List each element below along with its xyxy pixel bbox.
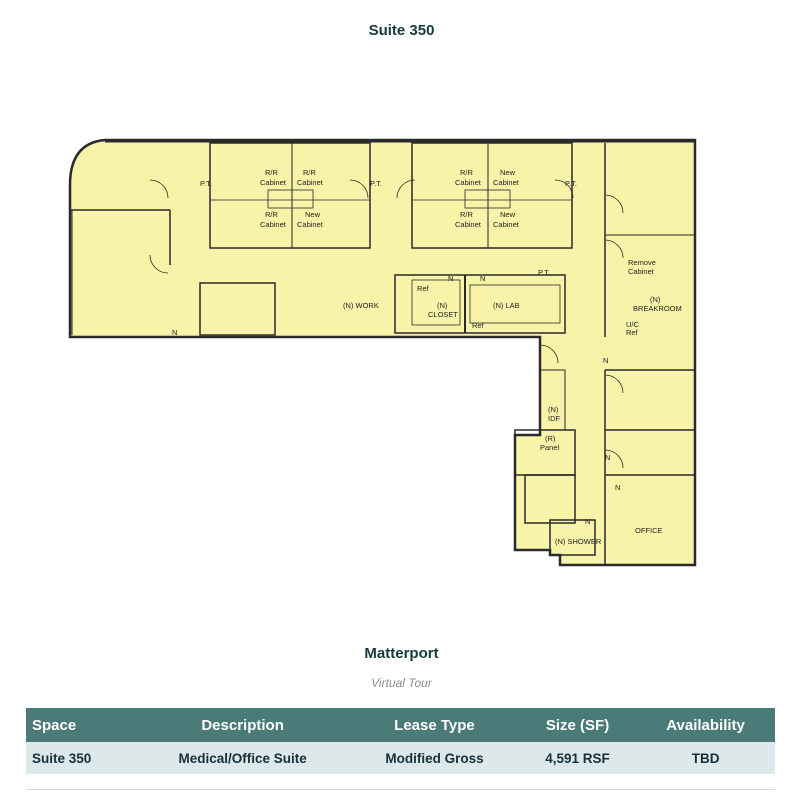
label-remove-a: Remove bbox=[628, 258, 656, 267]
label-pt-1: P.T. bbox=[200, 179, 212, 188]
label-pt-4: P.T. bbox=[538, 268, 550, 277]
label-new-2b: Cabinet bbox=[493, 178, 520, 187]
col-header-lease-type: Lease Type bbox=[350, 708, 519, 742]
cell-space: Suite 350 bbox=[26, 742, 136, 774]
label-panel-a: (R) bbox=[545, 434, 556, 443]
label-idf-b: IDF bbox=[548, 414, 561, 423]
floor-plan-wall bbox=[267, 189, 314, 209]
label-n-5: N bbox=[605, 453, 610, 462]
floor-plan-wall bbox=[394, 274, 566, 334]
label-remove-b: Cabinet bbox=[628, 267, 655, 276]
label-pt-3: P.T. bbox=[565, 179, 577, 188]
table-header-row: Space Description Lease Type Size (SF) A… bbox=[26, 708, 775, 742]
col-header-space: Space bbox=[26, 708, 136, 742]
floor-plan-wall bbox=[199, 282, 276, 336]
cell-size: 4,591 RSF bbox=[518, 742, 637, 774]
floor-plan-wall bbox=[539, 344, 559, 364]
floor-plan-wall bbox=[411, 142, 573, 249]
label-rr-1a: R/R bbox=[265, 168, 279, 177]
floor-plan-wall bbox=[469, 284, 561, 324]
label-ref-1: Ref bbox=[417, 284, 430, 293]
page-title: Suite 350 bbox=[368, 22, 435, 39]
label-shower: (N) SHOWER bbox=[555, 537, 602, 546]
label-work: (N) WORK bbox=[343, 301, 379, 310]
label-rr-3a: R/R bbox=[265, 210, 279, 219]
label-pt-2: P.T. bbox=[370, 179, 382, 188]
floor-plan-wall bbox=[149, 179, 169, 199]
label-office: OFFICE bbox=[635, 526, 663, 535]
label-rr-5b: Cabinet bbox=[455, 220, 482, 229]
label-new-1a: New bbox=[305, 210, 321, 219]
label-rr-4a: R/R bbox=[460, 168, 474, 177]
floor-plan-wall bbox=[604, 194, 624, 214]
matterport-subtitle: Virtual Tour bbox=[371, 676, 432, 690]
cell-availability: TBD bbox=[636, 742, 775, 774]
label-n-3: N bbox=[480, 274, 485, 283]
cell-lease-type: Modified Gross bbox=[350, 742, 519, 774]
label-breakroom-b: BREAKROOM bbox=[633, 304, 682, 313]
table-row: Suite 350 Medical/Office Suite Modified … bbox=[26, 742, 775, 774]
label-n-6: N bbox=[615, 483, 620, 492]
label-panel-b: Panel bbox=[540, 443, 560, 452]
floor-plan-outline bbox=[68, 138, 697, 567]
floor-plan-wall bbox=[549, 519, 596, 556]
floor-plan-wall bbox=[604, 449, 624, 469]
label-uc-b: Ref bbox=[626, 328, 639, 337]
label-rr-5a: R/R bbox=[460, 210, 474, 219]
label-new-1b: Cabinet bbox=[297, 220, 324, 229]
label-new-3a: New bbox=[500, 210, 516, 219]
col-header-description: Description bbox=[135, 708, 351, 742]
col-header-availability: Availability bbox=[636, 708, 775, 742]
label-n-7: N bbox=[585, 517, 590, 526]
label-rr-3b: Cabinet bbox=[260, 220, 287, 229]
label-new-3b: Cabinet bbox=[493, 220, 520, 229]
floor-plan-drawing: P.T. P.T. P.T. P.T. R/R Cabinet R/R Cabi… bbox=[68, 138, 697, 567]
floor-plan-wall bbox=[554, 179, 574, 199]
label-rr-2a: R/R bbox=[303, 168, 317, 177]
floor-plan-wall bbox=[209, 142, 371, 249]
label-closet-b: CLOSET bbox=[428, 310, 458, 319]
matterport-link[interactable]: Matterport bbox=[364, 645, 439, 662]
floor-plan-wall bbox=[464, 189, 511, 209]
label-uc-a: U/C bbox=[626, 320, 640, 329]
label-rr-2b: Cabinet bbox=[297, 178, 324, 187]
label-n-1: N bbox=[172, 328, 177, 337]
label-new-2a: New bbox=[500, 168, 516, 177]
label-rr-1b: Cabinet bbox=[260, 178, 287, 187]
availability-table: Space Description Lease Type Size (SF) A… bbox=[26, 708, 775, 774]
floor-plan-wall bbox=[411, 279, 461, 326]
cell-description: Medical/Office Suite bbox=[135, 742, 351, 774]
floor-plan-wall bbox=[349, 179, 369, 199]
floor-plan-wall bbox=[604, 239, 624, 259]
floor-plan-wall bbox=[149, 254, 169, 274]
divider bbox=[26, 789, 775, 790]
floor-plan-wall bbox=[396, 179, 416, 199]
label-ref-2: Ref bbox=[472, 321, 485, 330]
label-idf-a: (N) bbox=[548, 405, 559, 414]
label-lab: (N) LAB bbox=[493, 301, 520, 310]
label-breakroom-a: (N) bbox=[650, 295, 661, 304]
floor-plan-wall bbox=[604, 374, 624, 394]
floor-plan: P.T. P.T. P.T. P.T. R/R Cabinet R/R Cabi… bbox=[60, 105, 710, 575]
label-n-2: N bbox=[448, 274, 453, 283]
label-closet-a: (N) bbox=[437, 301, 448, 310]
label-n-4: N bbox=[603, 356, 608, 365]
label-rr-4b: Cabinet bbox=[455, 178, 482, 187]
col-header-size: Size (SF) bbox=[518, 708, 637, 742]
